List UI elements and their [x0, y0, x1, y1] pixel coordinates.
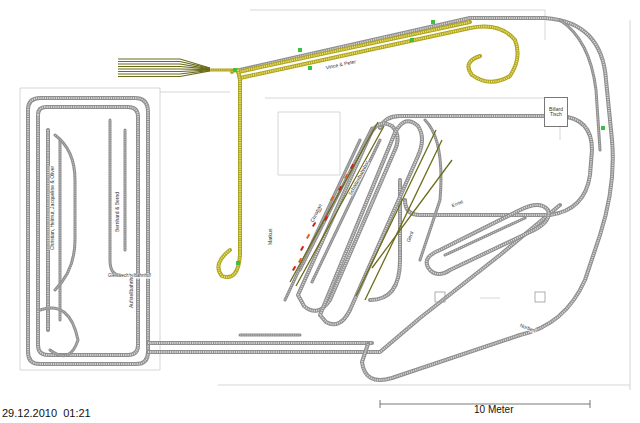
train-car: [300, 246, 304, 251]
track: [124, 130, 127, 250]
track-ties: [55, 135, 75, 290]
pillar: [535, 292, 545, 302]
track-ties: [312, 140, 380, 282]
track-ties: [445, 218, 525, 255]
track: [240, 27, 518, 82]
track: [240, 18, 613, 380]
room-wall: [218, 385, 630, 386]
track-ties: [148, 205, 560, 352]
track: [312, 140, 380, 282]
yard-track: [118, 71, 210, 77]
track: [40, 308, 78, 356]
track: [320, 121, 422, 324]
track-ties: [298, 123, 398, 310]
marker: [308, 66, 312, 70]
track: [445, 218, 525, 255]
train-car: [306, 234, 310, 239]
yard-track: [118, 68, 210, 70]
track-ties: [240, 335, 300, 336]
yard-track: [356, 130, 436, 296]
track: [218, 70, 240, 277]
train-car: [292, 266, 296, 271]
track: [238, 22, 470, 72]
train-car: [298, 258, 302, 263]
track: [285, 140, 360, 300]
yard-track: [372, 160, 452, 268]
marker: [233, 68, 237, 72]
track: [560, 20, 600, 150]
train-car: [350, 164, 354, 169]
track-ties: [148, 342, 372, 344]
room-wall: [160, 92, 230, 93]
yard-track: [118, 62, 210, 69]
place-label: Bernhard & Bernd: [115, 192, 120, 232]
track-ties: [240, 27, 518, 82]
track-ties: [560, 20, 600, 150]
track: [210, 69, 232, 72]
marker: [298, 48, 302, 52]
yard-track: [290, 122, 378, 282]
pillar: [435, 292, 445, 302]
yard-track: [118, 67, 210, 70]
track: [427, 205, 549, 274]
track-ties: [427, 205, 549, 274]
place-label: Gerd: [406, 231, 415, 243]
place-label: Ernst: [451, 199, 464, 208]
marker: [410, 38, 414, 42]
track: [59, 140, 62, 320]
track: [110, 120, 120, 275]
room-wall: [480, 298, 500, 299]
track-ties: [238, 22, 470, 72]
track: [148, 205, 560, 352]
room-wall: [265, 98, 560, 140]
track-ties: [218, 70, 240, 277]
place-label: Christian, Helmut, Jacqueline & Oliver: [50, 166, 55, 250]
track: [55, 135, 75, 290]
track: [298, 123, 398, 310]
train-car: [344, 174, 348, 179]
marker: [601, 126, 605, 130]
track: [148, 341, 372, 345]
room-wall: [20, 88, 160, 370]
place-label: 29.12.2010 01:21: [2, 408, 91, 419]
track: [240, 334, 300, 337]
yard-track: [365, 140, 442, 300]
train-car: [324, 216, 328, 221]
train-car: [338, 186, 342, 191]
track-ties: [40, 308, 78, 356]
room-furniture: Billard Tisch: [544, 97, 568, 127]
place-label: Markus: [268, 229, 273, 245]
marker: [236, 261, 240, 265]
track-ties: [285, 140, 360, 300]
track-ties: [320, 121, 422, 324]
track-ties: [240, 18, 613, 380]
yard-track: [118, 64, 210, 69]
track: [38, 107, 138, 355]
room-wall: [278, 112, 340, 175]
furniture-label: Billard Tisch: [548, 107, 564, 118]
track-ties: [60, 140, 61, 320]
marker: [431, 20, 435, 24]
track-ties: [28, 98, 148, 364]
yard-track: [296, 126, 384, 286]
place-label: 10 Meter: [474, 405, 513, 415]
place-label: Vince & Peter: [325, 59, 356, 70]
track-ties: [210, 70, 232, 71]
track-ties: [110, 120, 120, 275]
yard-track: [118, 70, 210, 72]
place-label: Aufstellbahnhof: [129, 274, 134, 308]
track-ties: [38, 107, 138, 355]
train-car: [330, 196, 334, 201]
track-ties: [125, 130, 126, 250]
track: [28, 98, 148, 364]
room-wall: [630, 20, 631, 390]
